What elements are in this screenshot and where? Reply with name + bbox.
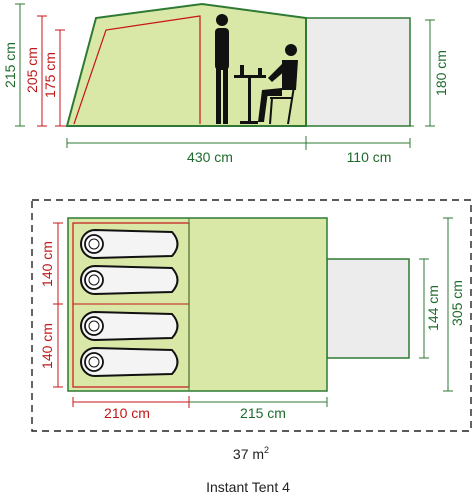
floor-plan: 140 cm 140 cm 210 cm 215 cm 144 cm 305 c… — [31, 199, 472, 432]
height-porch-label: 180 cm — [433, 50, 449, 96]
sleeping-bag-icon — [80, 346, 179, 378]
product-name: Instant Tent 4 — [206, 479, 290, 495]
height-bedroom-label: 175 cm — [42, 52, 58, 98]
bedroom-width-lower-label: 140 cm — [39, 323, 55, 369]
length-main-label: 430 cm — [187, 149, 233, 165]
bedroom-width-upper-label: 140 cm — [39, 241, 55, 287]
table-icon — [234, 65, 266, 124]
standing-person-icon — [215, 14, 229, 124]
side-tent-body — [65, 2, 307, 127]
side-bedroom-outline — [73, 15, 201, 125]
seated-person-icon — [258, 44, 298, 125]
living-depth-label: 215 cm — [240, 405, 286, 421]
plan-porch — [326, 258, 410, 359]
porch-width-label: 144 cm — [425, 285, 441, 331]
floor-area-label: 37 m2 — [233, 445, 269, 462]
sleeping-bag-icon — [80, 228, 179, 260]
bedroom-depth-label: 210 cm — [104, 405, 150, 421]
sleeping-bag-icon — [80, 264, 179, 296]
height-total-label: 215 cm — [2, 42, 18, 88]
height-inner-label: 205 cm — [24, 47, 40, 93]
total-width-label: 305 cm — [449, 280, 465, 326]
area-unit-superscript: 2 — [264, 445, 269, 455]
length-porch-label: 110 cm — [347, 149, 392, 165]
side-porch — [305, 17, 411, 127]
sleeping-bag-icon — [80, 310, 179, 342]
footprint-outline — [31, 199, 472, 432]
side-view: 215 cm 205 cm 175 cm 180 cm 430 cm 110 c… — [2, 2, 449, 165]
